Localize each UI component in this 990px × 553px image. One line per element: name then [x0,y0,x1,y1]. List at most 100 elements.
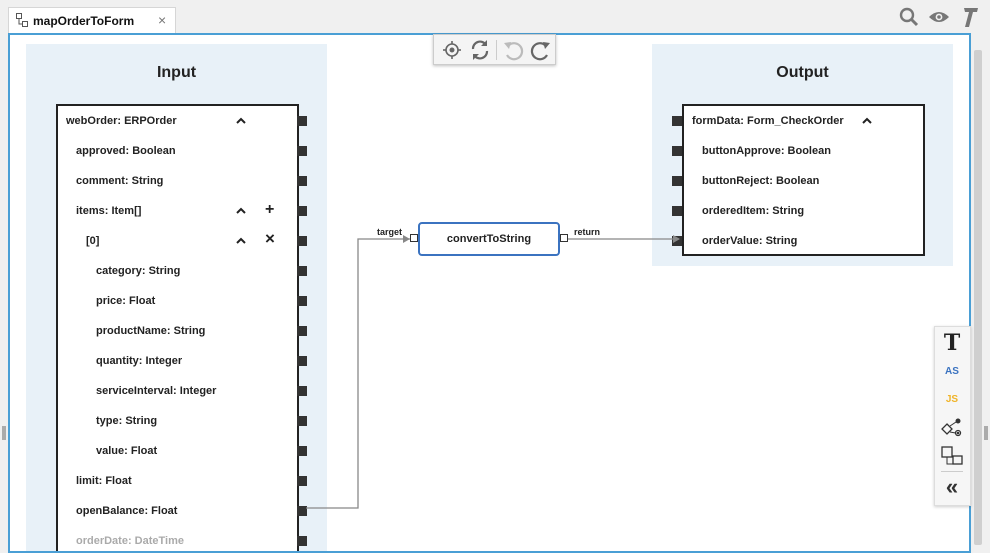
output-field-port[interactable] [672,116,682,126]
redo-icon[interactable] [529,38,553,62]
function-output-port[interactable] [560,234,568,242]
output-field-label: buttonApprove: Boolean [702,145,831,157]
refresh-icon[interactable] [468,38,492,62]
input-field-label: comment: String [76,175,164,187]
output-field-label: orderValue: String [702,235,798,247]
text-tool-button[interactable]: T [943,330,961,356]
tab-bar: mapOrderToForm × [0,0,990,34]
input-field-port[interactable] [297,416,307,426]
input-field-row[interactable]: type: String [58,406,297,436]
input-field-row[interactable]: quantity: Integer [58,346,297,376]
output-field-row[interactable]: orderedItem: String [684,196,923,226]
eye-icon[interactable] [928,6,950,28]
input-field-port[interactable] [297,446,307,456]
toolbar-separator [496,39,497,60]
input-field-row[interactable]: approved: Boolean [58,136,297,166]
input-field-label: quantity: Integer [96,355,183,367]
tab-map-order-to-form[interactable]: mapOrderToForm × [8,7,176,33]
input-field-row[interactable]: productName: String [58,316,297,346]
output-panel-title: Output [776,64,829,81]
input-field-port[interactable] [297,356,307,366]
left-resize-handle[interactable] [2,426,7,440]
convert-to-string-function[interactable]: convertToString [418,222,560,256]
input-field-port[interactable] [297,506,307,516]
output-field-row[interactable]: orderValue: String [684,226,923,256]
input-field-row[interactable]: limit: Float [58,466,297,496]
input-field-label: price: Float [96,295,156,307]
remove-item-icon[interactable]: × [265,229,275,248]
decision-node-icon[interactable] [940,415,964,439]
input-field-row[interactable]: serviceInterval: Integer [58,376,297,406]
output-field-label: orderedItem: String [702,205,805,217]
input-field-row[interactable]: price: Float [58,286,297,316]
input-tree: webOrder: ERPOrder approved: Boolean comme… [56,104,307,551]
mapping-canvas[interactable]: Input Output webOrder: ERPOrder approved:… [8,33,971,553]
top-toolbar [898,6,980,28]
input-field-label: approved: Boolean [76,145,176,157]
input-field-row[interactable]: value: Float [58,436,297,466]
input-field-port[interactable] [297,206,307,216]
input-field-label: type: String [96,415,158,427]
input-field-row[interactable]: comment: String [58,166,297,196]
output-tree: formData: Form_CheckOrder buttonApprove: … [672,104,925,256]
output-field-row[interactable]: formData: Form_CheckOrder [684,106,923,136]
input-field-port[interactable] [297,386,307,396]
output-field-port[interactable] [672,236,682,246]
input-field-row[interactable]: openBalance: Float [58,496,297,526]
input-field-row[interactable]: [0]× [58,226,297,256]
tab-title: mapOrderToForm [33,14,135,28]
input-field-label: productName: String [96,325,206,337]
output-field-port[interactable] [672,146,682,156]
function-input-port[interactable] [410,234,418,242]
input-field-label: items: Item[] [76,205,142,217]
collapse-caret-icon[interactable] [235,235,247,247]
input-field-label: orderDate: DateTime [76,535,184,547]
input-field-port[interactable] [297,476,307,486]
input-field-label: webOrder: ERPOrder [66,115,177,127]
close-icon[interactable]: × [158,12,167,28]
input-field-port[interactable] [297,536,307,546]
input-panel-title: Input [156,64,197,81]
output-field-label: buttonReject: Boolean [702,175,820,187]
output-field-port[interactable] [672,176,682,186]
nested-node-icon[interactable] [940,443,964,467]
collapse-caret-icon[interactable] [235,205,247,217]
input-field-port[interactable] [297,146,307,156]
input-field-port[interactable] [297,296,307,306]
input-field-label: limit: Float [76,475,132,487]
input-field-label: category: String [96,265,181,277]
output-field-port[interactable] [672,206,682,216]
as-tool-button[interactable]: AS [945,365,959,377]
mapping-icon [16,13,29,30]
input-field-port[interactable] [297,326,307,336]
collapse-icon[interactable]: « [945,474,959,499]
locate-icon[interactable] [440,38,464,62]
input-field-row[interactable]: category: String [58,256,297,286]
search-icon[interactable] [898,6,920,28]
add-item-icon[interactable]: + [265,201,275,218]
input-field-port[interactable] [297,266,307,276]
input-field-port[interactable] [297,116,307,126]
output-field-label: formData: Form_CheckOrder [692,115,844,127]
side-toolbar: T AS JS « [934,326,971,506]
canvas-toolbar [433,34,556,65]
input-field-row[interactable]: webOrder: ERPOrder [58,106,297,136]
output-field-row[interactable]: buttonApprove: Boolean [684,136,923,166]
target-label: target [377,227,403,237]
input-field-port[interactable] [297,236,307,246]
input-field-port[interactable] [297,176,307,186]
side-toolbar-divider [941,471,963,472]
text-style-icon[interactable] [958,6,980,28]
input-field-row[interactable]: orderDate: DateTime [58,526,297,551]
collapse-caret-icon[interactable] [235,115,247,127]
function-name: convertToString [446,233,532,245]
undo-icon[interactable] [501,38,525,62]
input-field-label: value: Float [96,445,158,457]
js-tool-button[interactable]: JS [945,393,959,405]
collapse-caret-icon[interactable] [861,115,873,127]
right-resize-handle[interactable] [984,426,989,440]
input-field-row[interactable]: items: Item[] + [58,196,297,226]
output-field-row[interactable]: buttonReject: Boolean [684,166,923,196]
vertical-scrollbar[interactable] [974,50,982,545]
input-field-label: serviceInterval: Integer [96,385,217,397]
